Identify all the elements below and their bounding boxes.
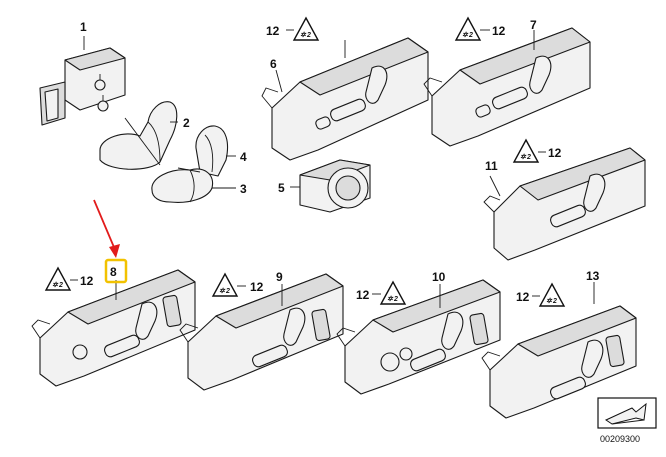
label-part-12[interactable]: 12	[356, 288, 370, 302]
label-part-11[interactable]: 11	[485, 159, 498, 173]
label-part-12[interactable]: 12	[492, 24, 506, 38]
svg-text:✲: ✲	[52, 281, 59, 289]
svg-text:2: 2	[58, 282, 63, 289]
part-9-switch-housing[interactable]	[179, 273, 344, 391]
label-part-8[interactable]: 8	[110, 265, 117, 279]
svg-text:2: 2	[393, 296, 398, 303]
part-1-switch-block[interactable]	[39, 36, 126, 126]
warning-triangle-icon: ✲ 2	[286, 16, 320, 41]
svg-text:2: 2	[468, 32, 473, 39]
label-part-1[interactable]: 1	[80, 20, 87, 34]
part-13-switch-housing[interactable]	[481, 282, 637, 419]
diagram-code: 00209300	[600, 434, 640, 444]
svg-text:✲: ✲	[546, 297, 553, 305]
svg-text:✲: ✲	[300, 31, 307, 39]
part-11-switch-housing[interactable]	[483, 147, 646, 261]
label-part-5[interactable]: 5	[278, 181, 285, 195]
warning-triangle-icon: ✲ 2	[532, 282, 566, 307]
label-part-2[interactable]: 2	[183, 116, 190, 130]
part-2-knob[interactable]	[99, 101, 178, 170]
label-part-12[interactable]: 12	[80, 274, 94, 288]
warning-triangle-icon: ✲ 2	[372, 280, 407, 305]
part-7-switch-housing[interactable]	[423, 27, 591, 147]
part-6-switch-housing[interactable]	[261, 37, 429, 161]
warning-triangle-icon: ✲ 2	[454, 16, 490, 41]
part-8-switch-housing[interactable]	[31, 269, 196, 387]
label-part-12[interactable]: 12	[266, 24, 280, 38]
svg-text:2: 2	[552, 298, 557, 305]
svg-text:2: 2	[306, 32, 311, 39]
svg-text:✲: ✲	[219, 287, 226, 295]
label-part-9[interactable]: 9	[276, 270, 283, 284]
warning-triangle-icon: ✲ 2	[512, 138, 546, 163]
label-part-4[interactable]: 4	[240, 150, 247, 164]
part-5-round-switch[interactable]	[290, 159, 371, 213]
label-part-12[interactable]: 12	[516, 290, 530, 304]
warning-triangle-icon: ✲ 2	[44, 266, 78, 291]
highlighted-part-8[interactable]: 8	[104, 258, 128, 284]
label-part-6[interactable]: 6	[270, 57, 277, 71]
svg-text:✲: ✲	[387, 295, 394, 303]
svg-text:2: 2	[526, 154, 531, 161]
svg-text:✲: ✲	[462, 31, 469, 39]
warning-triangle-icon: ✲ 2	[211, 272, 246, 297]
svg-text:✲: ✲	[520, 153, 527, 161]
label-part-3[interactable]: 3	[240, 182, 247, 196]
svg-text:2: 2	[225, 288, 230, 295]
part-4-knob[interactable]	[195, 125, 236, 177]
label-part-13[interactable]: 13	[586, 269, 600, 283]
label-part-10[interactable]: 10	[432, 270, 446, 284]
red-arrow-icon	[93, 199, 120, 258]
direction-legend-icon	[597, 397, 657, 429]
part-10-switch-housing[interactable]	[336, 279, 501, 395]
part-3-knob[interactable]	[124, 117, 236, 203]
label-part-12[interactable]: 12	[250, 280, 264, 294]
label-part-12[interactable]: 12	[548, 146, 562, 160]
label-part-7[interactable]: 7	[530, 18, 537, 32]
